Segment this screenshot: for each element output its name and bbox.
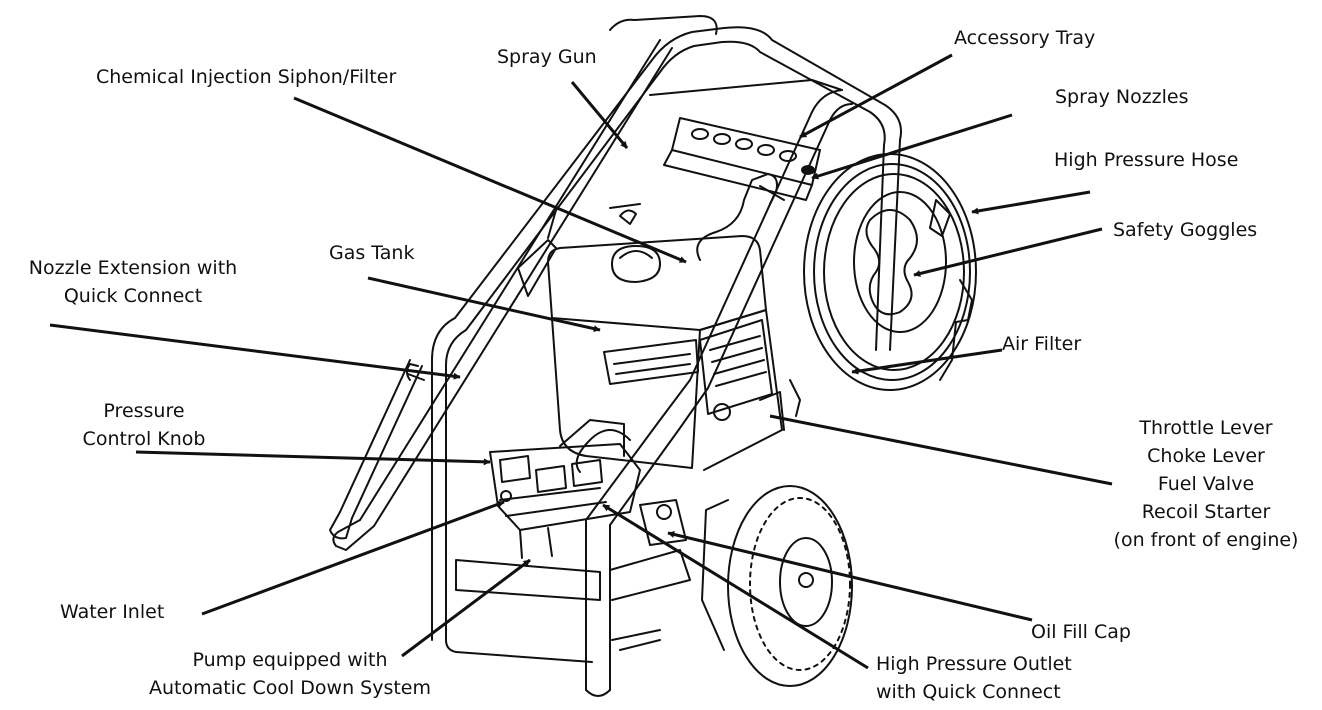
label-engine-controls: Throttle Lever Choke Lever Fuel Valve Re… (1098, 414, 1314, 554)
leader-accessory-tray (799, 53, 953, 139)
label-choke-lever: Choke Lever (1147, 445, 1265, 467)
leader-safety-goggles (913, 227, 1103, 277)
label-nozzle-extension: Nozzle Extension with Quick Connect (8, 254, 258, 310)
nozzle-extension (329, 359, 425, 540)
wheel (701, 485, 853, 687)
label-spray-nozzles: Spray Nozzles (1055, 86, 1189, 108)
label-gas-tank: Gas Tank (329, 242, 415, 264)
leader-spray-gun (570, 81, 629, 149)
leader-lines (49, 53, 1113, 670)
leader-high-pressure-outlet (602, 503, 869, 670)
label-pump-line-1: Pump equipped with (192, 649, 388, 671)
label-fuel-valve: Fuel Valve (1157, 473, 1255, 495)
label-oil-fill-cap: Oil Fill Cap (1031, 621, 1131, 643)
leader-pressure-control-knob (135, 450, 491, 466)
leader-oil-fill-cap (667, 531, 1033, 622)
leader-engine-controls (769, 414, 1113, 486)
pump-assembly (489, 419, 641, 559)
spray-gun-wand (332, 39, 673, 551)
label-pressure-control-knob-line-1: Pressure (103, 400, 185, 422)
leader-spray-nozzles (811, 113, 1013, 180)
label-spray-gun: Spray Gun (497, 46, 597, 68)
label-pump-line-2: Automatic Cool Down System (148, 677, 432, 699)
label-nozzle-extension-line-1: Nozzle Extension with (28, 257, 238, 279)
label-water-inlet: Water Inlet (60, 601, 165, 623)
leader-gas-tank (367, 276, 601, 333)
leader-chemical-injection (293, 96, 687, 264)
leader-high-pressure-hose (971, 190, 1091, 215)
label-pressure-control-knob-line-2: Control Knob (82, 428, 206, 450)
label-high-pressure-outlet: High Pressure Outlet with Quick Connect (876, 650, 1072, 706)
label-high-pressure-outlet-line-1: High Pressure Outlet (876, 653, 1072, 675)
label-throttle-lever: Throttle Lever (1139, 417, 1273, 439)
label-safety-goggles: Safety Goggles (1113, 219, 1258, 241)
leader-water-inlet (201, 500, 505, 616)
leader-pump (401, 558, 531, 658)
label-high-pressure-hose: High Pressure Hose (1054, 149, 1239, 171)
label-accessory-tray: Accessory Tray (954, 27, 1096, 49)
engine-body (547, 235, 785, 471)
leader-air-filter (851, 348, 1003, 375)
rear-frame (431, 15, 902, 641)
accessory-tray (663, 117, 821, 201)
label-nozzle-extension-line-2: Quick Connect (63, 285, 203, 307)
hose-reel (803, 153, 977, 391)
pressure-washer-illustration (329, 15, 977, 697)
label-pump: Pump equipped with Automatic Cool Down S… (140, 646, 440, 702)
label-high-pressure-outlet-line-2: with Quick Connect (876, 681, 1061, 703)
label-air-filter: Air Filter (1002, 333, 1082, 355)
hoses (406, 173, 801, 473)
label-recoil-starter: Recoil Starter (1141, 501, 1271, 523)
front-frame (585, 79, 853, 697)
label-chemical-injection: Chemical Injection Siphon/Filter (96, 66, 397, 88)
leader-nozzle-extension (49, 323, 461, 380)
label-engine-note: (on front of engine) (1113, 529, 1299, 551)
label-pressure-control-knob: Pressure Control Knob (44, 397, 244, 453)
